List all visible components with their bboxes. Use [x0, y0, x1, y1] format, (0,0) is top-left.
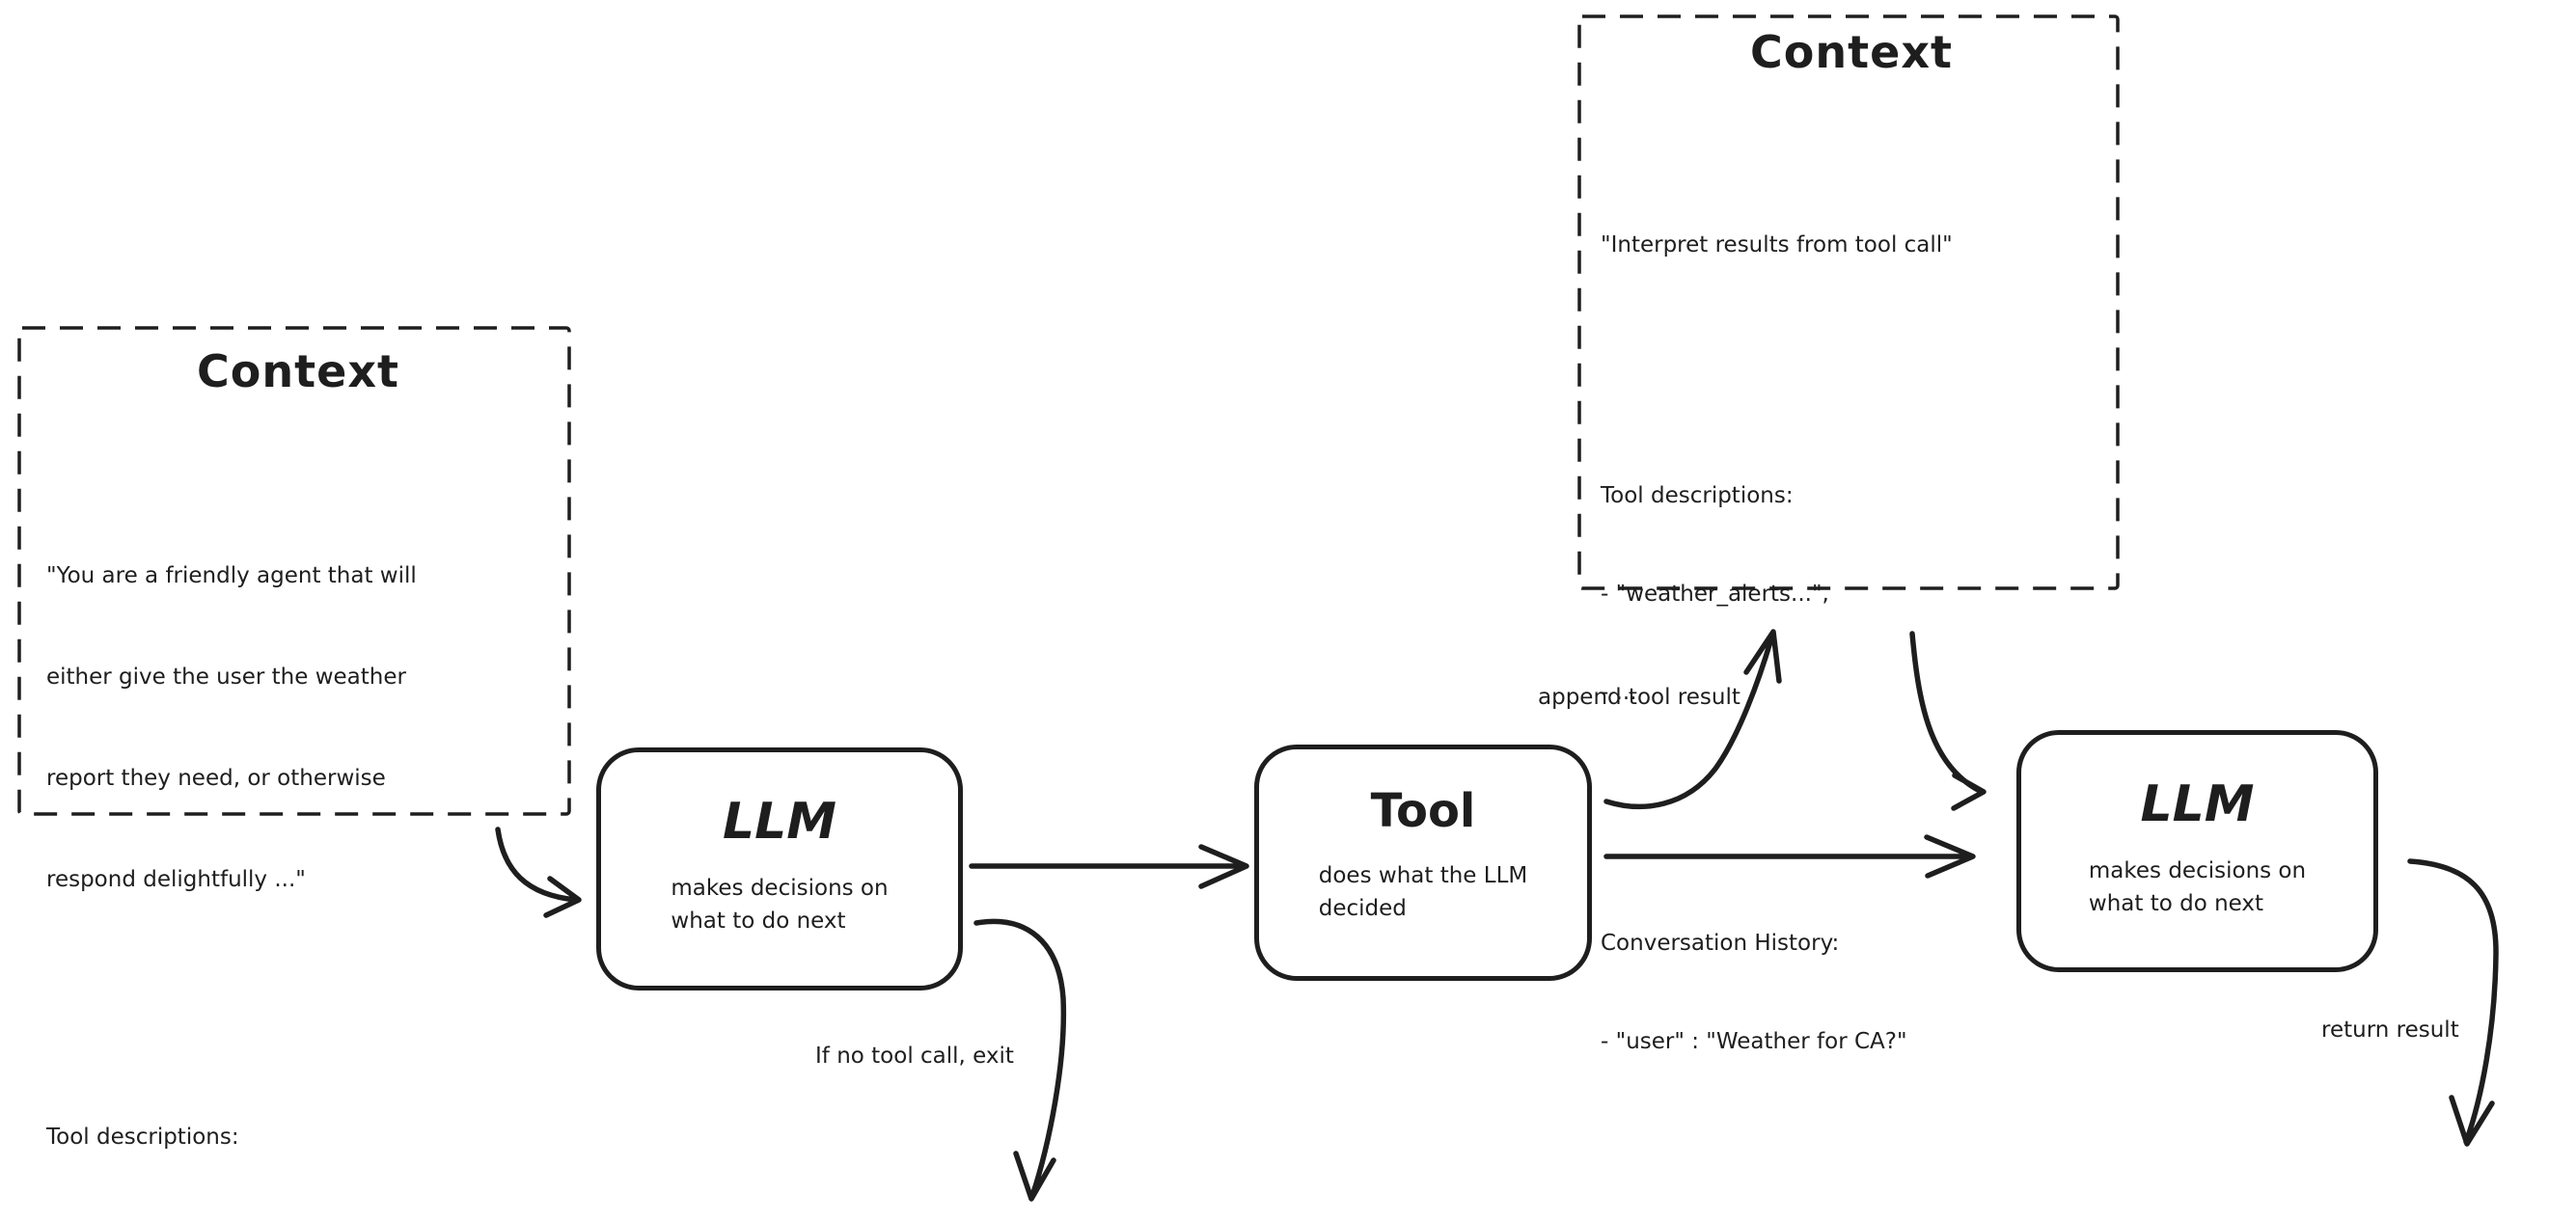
- node-llm-second: LLM makes decisions on what to do next: [2016, 730, 2378, 972]
- tool-descriptions-text: Tool descriptions: - "weather_alerts..."…: [46, 1053, 550, 1221]
- context-left-title: Context: [197, 345, 399, 397]
- context-box-right: Context "Interpret results from tool cal…: [1579, 16, 2118, 1054]
- node-tool-title: Tool: [1370, 784, 1476, 838]
- edge-label-return-result: return result: [2321, 1018, 2459, 1043]
- node-llm-second-title: LLM: [2140, 775, 2255, 833]
- text-line: "You are a friendly agent that will: [46, 563, 417, 588]
- system-prompt-text: "You are a friendly agent that will eith…: [46, 492, 550, 964]
- text-line: "Interpret results from tool call": [1601, 232, 1953, 258]
- text-line: - ...: [1601, 680, 1637, 705]
- system-prompt-text: "Interpret results from tool call": [1601, 163, 2102, 327]
- node-tool: Tool does what the LLM decided: [1254, 745, 1592, 981]
- context-left-dashed-border: [17, 326, 571, 816]
- subtitle-line: does what the LLM: [1318, 863, 1528, 888]
- node-llm-first-subtitle: makes decisions on what to do next: [671, 872, 888, 937]
- text-line: respond delightfully ...": [46, 867, 306, 892]
- arrow-llm-second-return: [2407, 858, 2499, 1147]
- context-right-dashed-border: [1577, 14, 2120, 590]
- tool-result-text: - "tool_result": { "state": "CA", [ { "r…: [1601, 1199, 2102, 1221]
- context-right-title: Context: [1750, 26, 1953, 78]
- subtitle-line: what to do next: [2088, 891, 2264, 916]
- node-llm-first: LLM makes decisions on what to do next: [596, 747, 963, 990]
- node-llm-second-subtitle: makes decisions on what to do next: [2089, 855, 2306, 920]
- tool-descriptions-text: Tool descriptions: - "weather_alerts..."…: [1601, 414, 2102, 774]
- text-line: Tool descriptions:: [1601, 483, 1794, 508]
- text-line: Tool descriptions:: [46, 1125, 239, 1150]
- edge-label-append-tool-result: append tool result: [1538, 685, 1740, 710]
- subtitle-line: decided: [1318, 896, 1407, 921]
- arrow-tool-to-context-right: [1603, 629, 1782, 809]
- text-line: - "weather_alerts...",: [1601, 582, 1829, 607]
- text-line: - "user" : "Weather for CA?": [1601, 1029, 1907, 1054]
- context-box-left: Context "You are a friendly agent that w…: [19, 328, 569, 1150]
- arrow-tool-to-llm-second: [1603, 834, 1976, 879]
- text-line: report they need, or otherwise: [46, 766, 386, 791]
- node-tool-subtitle: does what the LLM decided: [1319, 859, 1527, 925]
- text-line: either give the user the weather: [46, 665, 406, 690]
- context-left-body: "You are a friendly agent that will eith…: [46, 424, 550, 1221]
- text-line: Conversation History:: [1601, 931, 1840, 956]
- arrow-llm-first-exit: [973, 918, 1067, 1202]
- subtitle-line: makes decisions on: [2088, 858, 2307, 883]
- node-llm-first-title: LLM: [722, 793, 836, 851]
- subtitle-line: what to do next: [671, 909, 846, 934]
- arrow-context-left-to-llm-first: [495, 827, 582, 918]
- arrow-llm-first-to-tool: [969, 844, 1249, 889]
- edge-label-if-no-tool-call-exit: If no tool call, exit: [815, 1044, 1014, 1069]
- context-right-body: "Interpret results from tool call" Tool …: [1601, 97, 2102, 1221]
- arrow-context-right-to-llm-second: [1909, 631, 1987, 811]
- conversation-history-text: Conversation History: - "user" : "Weathe…: [1601, 861, 2102, 1124]
- subtitle-line: makes decisions on: [671, 876, 889, 901]
